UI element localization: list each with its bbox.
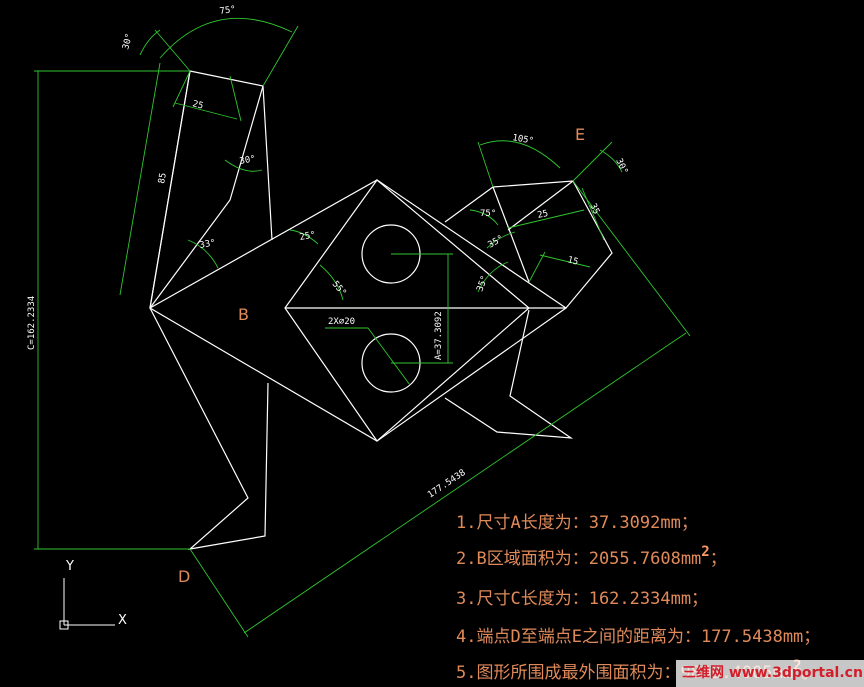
dim-c: C=162.2334 xyxy=(27,296,37,350)
arc-35b xyxy=(477,261,509,293)
ucs-origin-box xyxy=(59,620,69,630)
note-2-text: 2.B区域面积为：2055.7608mm xyxy=(456,549,702,569)
dim-right-75: 75° xyxy=(480,209,496,219)
dim-85 xyxy=(119,62,161,296)
dim-top-25: 25 xyxy=(191,99,204,111)
arc-55 xyxy=(319,264,344,301)
dim-a: A=37.3092 xyxy=(434,311,444,360)
note-3: 3.尺寸C长度为：162.2334mm； xyxy=(456,584,708,609)
dim-right-35: 35 xyxy=(587,202,601,216)
dim-25-ext2 xyxy=(229,75,242,122)
note-2: 2.B区域面积为：2055.7608mm2； xyxy=(456,544,727,569)
dim-hole: 2X∅20 xyxy=(328,317,355,327)
ucs-labels: Y X xyxy=(65,559,127,628)
dim-25-right xyxy=(507,209,585,229)
left-wedge xyxy=(149,70,191,309)
ucs-icon xyxy=(59,578,115,630)
arc-75-right xyxy=(469,209,499,226)
diag-ext-e xyxy=(572,180,691,337)
arc-33 xyxy=(187,239,219,269)
arc105-ext xyxy=(477,141,494,188)
dim-35-right xyxy=(581,187,605,241)
note-3-text: 3.尺寸C长度为：162.2334mm； xyxy=(456,589,709,609)
label-b: B xyxy=(238,305,249,324)
dim-top-left-angle: 30° xyxy=(121,32,135,50)
dim-25-ext1 xyxy=(172,70,191,108)
arc75-ext xyxy=(262,25,299,87)
right-inner xyxy=(492,186,530,283)
diag-dim-line xyxy=(243,332,687,634)
note-4: 4.端点D至端点E之间的距离为：177.5438mm； xyxy=(456,622,820,647)
right-edge xyxy=(507,180,574,231)
label-e: E xyxy=(575,125,585,144)
watermark: 三维网 www.3dportal.cn xyxy=(676,660,864,687)
dim-right-25: 25 xyxy=(537,209,550,221)
dim-right-35b: 35° xyxy=(475,274,490,293)
note-2-sup: 2 xyxy=(701,544,710,560)
note-1: 1.尺寸A长度为：37.3092mm； xyxy=(456,508,698,533)
arc-30-tl xyxy=(139,29,161,56)
arc-25-mid xyxy=(289,229,319,245)
right-bottom xyxy=(444,309,574,439)
dim-left-85: 85 xyxy=(157,172,169,184)
arc75-ext2 xyxy=(154,29,191,72)
axis-x-label: X xyxy=(118,613,127,628)
tail xyxy=(149,85,264,309)
arc-30-mid xyxy=(224,159,263,172)
label-d: D xyxy=(178,567,190,586)
dim-right-105: 105° xyxy=(511,133,534,147)
axis-y-label: Y xyxy=(65,559,74,574)
point-labels: B D E xyxy=(178,125,585,586)
r30-ext xyxy=(572,141,613,182)
dimension-texts: 75° 30° 25 30° 85 33° 25° 55° 2X∅20 A=37… xyxy=(27,5,629,501)
hole-leader xyxy=(325,327,411,386)
dim-left-33: 33° xyxy=(199,238,217,251)
note-1-text: 1.尺寸A长度为：37.3092mm； xyxy=(456,513,698,533)
note-2-tail: ； xyxy=(709,549,727,569)
diag-ext-d xyxy=(189,548,249,638)
dim-mid-25: 25° xyxy=(299,230,317,243)
dim-right-15: 15 xyxy=(566,255,579,267)
dim-top-arc: 75° xyxy=(219,5,236,17)
dim-25-top xyxy=(174,102,238,120)
diamond-outer xyxy=(148,179,568,442)
dimension-lines xyxy=(34,17,691,638)
arc-105 xyxy=(479,140,561,169)
arc-35a xyxy=(486,231,516,249)
geometry xyxy=(148,70,613,550)
dim-15 xyxy=(539,254,591,268)
left-outline xyxy=(149,70,273,309)
dim-mid-55: 55° xyxy=(330,280,348,299)
note-4-text: 4.端点D至端点E之间的距离为：177.5438mm； xyxy=(456,627,821,647)
arc-75 xyxy=(159,17,293,59)
left-lower xyxy=(149,307,269,550)
dim-15-ext xyxy=(528,251,546,283)
dim-top-30: 30° xyxy=(239,154,257,167)
dim-right-30: 30° xyxy=(613,157,629,176)
